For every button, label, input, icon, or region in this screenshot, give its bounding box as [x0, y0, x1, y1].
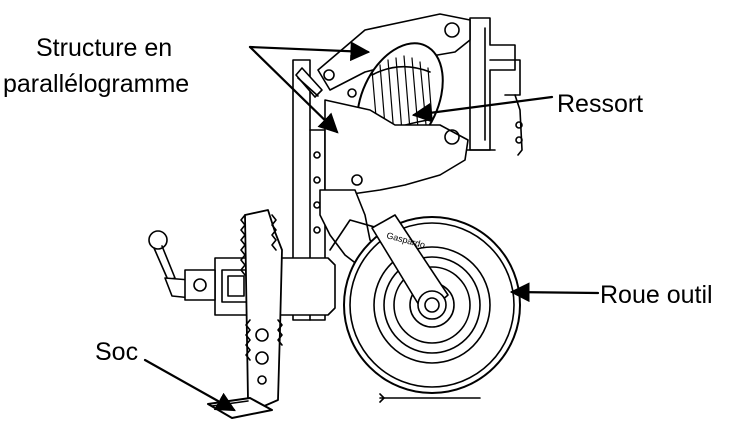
locking-pin [295, 67, 323, 98]
leader-ressort [411, 95, 554, 123]
leader-lines [143, 41, 600, 412]
label-roue-outil: Roue outil [600, 281, 713, 309]
adjusting-lever [148, 230, 216, 301]
label-ressort: Ressort [557, 90, 644, 118]
leader-structure-upper [248, 41, 371, 62]
label-structure-line1: Structure en [36, 34, 173, 62]
soc-shank [240, 209, 283, 411]
leader-soc [143, 358, 236, 412]
label-structure-line2: parallélogramme [3, 70, 190, 98]
hub-arm [371, 214, 449, 320]
leader-structure-lower [248, 45, 339, 134]
mounting-bracket [439, 17, 523, 156]
label-soc: Soc [95, 338, 139, 366]
leader-roue-outil [509, 282, 600, 303]
